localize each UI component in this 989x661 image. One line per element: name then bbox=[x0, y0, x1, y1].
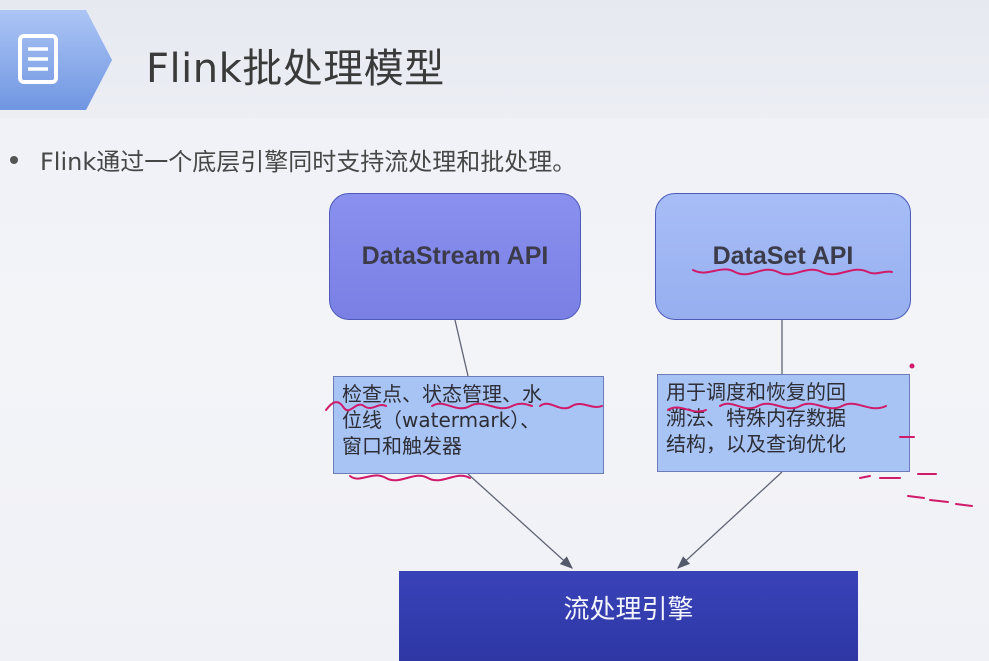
annotation-underline bbox=[667, 406, 707, 413]
connector-datastream bbox=[454, 319, 469, 377]
annotation-dash bbox=[955, 503, 973, 507]
datastream-api-box: DataStream API bbox=[329, 193, 581, 320]
annotation-underline bbox=[349, 474, 471, 482]
annotation-underline bbox=[539, 402, 603, 410]
dataset-api-label: DataSet API bbox=[712, 242, 854, 270]
page-title: Flink批处理模型 bbox=[146, 46, 445, 92]
annotation-dash bbox=[859, 475, 871, 479]
datastream-api-label: DataStream API bbox=[361, 242, 549, 270]
features-line: 用于调度和恢复的回 bbox=[666, 380, 846, 404]
annotation-underline bbox=[325, 401, 387, 412]
document-list-icon bbox=[0, 10, 112, 110]
annotation-underline bbox=[431, 402, 533, 410]
stream-engine-label: 流处理引擎 bbox=[563, 595, 694, 625]
annotation-underline bbox=[719, 402, 887, 410]
bullet-text: Flink通过一个底层引擎同时支持流处理和批处理。 bbox=[40, 148, 577, 176]
annotation-dash bbox=[907, 495, 925, 499]
arrow-right-to-engine bbox=[677, 471, 783, 569]
features-line: 位线（watermark）、 bbox=[342, 408, 541, 432]
bullet-point: Flink通过一个底层引擎同时支持流处理和批处理。 bbox=[10, 142, 576, 177]
stream-engine-box: 流处理引擎 bbox=[399, 571, 858, 661]
datastream-features-box: 检查点、状态管理、水 位线（watermark）、 窗口和触发器 bbox=[333, 376, 604, 474]
bullet-dot bbox=[10, 156, 18, 164]
arrow-left-to-engine bbox=[467, 473, 573, 569]
dataset-api-box: DataSet API bbox=[655, 193, 911, 320]
annotation-underline bbox=[692, 268, 893, 276]
annotation-dash bbox=[929, 499, 949, 503]
features-line: 溯法、特殊内存数据 bbox=[666, 406, 846, 430]
title-tab bbox=[0, 10, 120, 110]
features-line: 检查点、状态管理、水 bbox=[342, 382, 542, 406]
features-line: 窗口和触发器 bbox=[342, 434, 462, 458]
header-band bbox=[0, 0, 989, 118]
dataset-features-box: 用于调度和恢复的回 溯法、特殊内存数据 结构，以及查询优化 bbox=[657, 374, 910, 472]
features-line: 结构，以及查询优化 bbox=[666, 432, 846, 456]
annotation-dot bbox=[909, 363, 915, 369]
